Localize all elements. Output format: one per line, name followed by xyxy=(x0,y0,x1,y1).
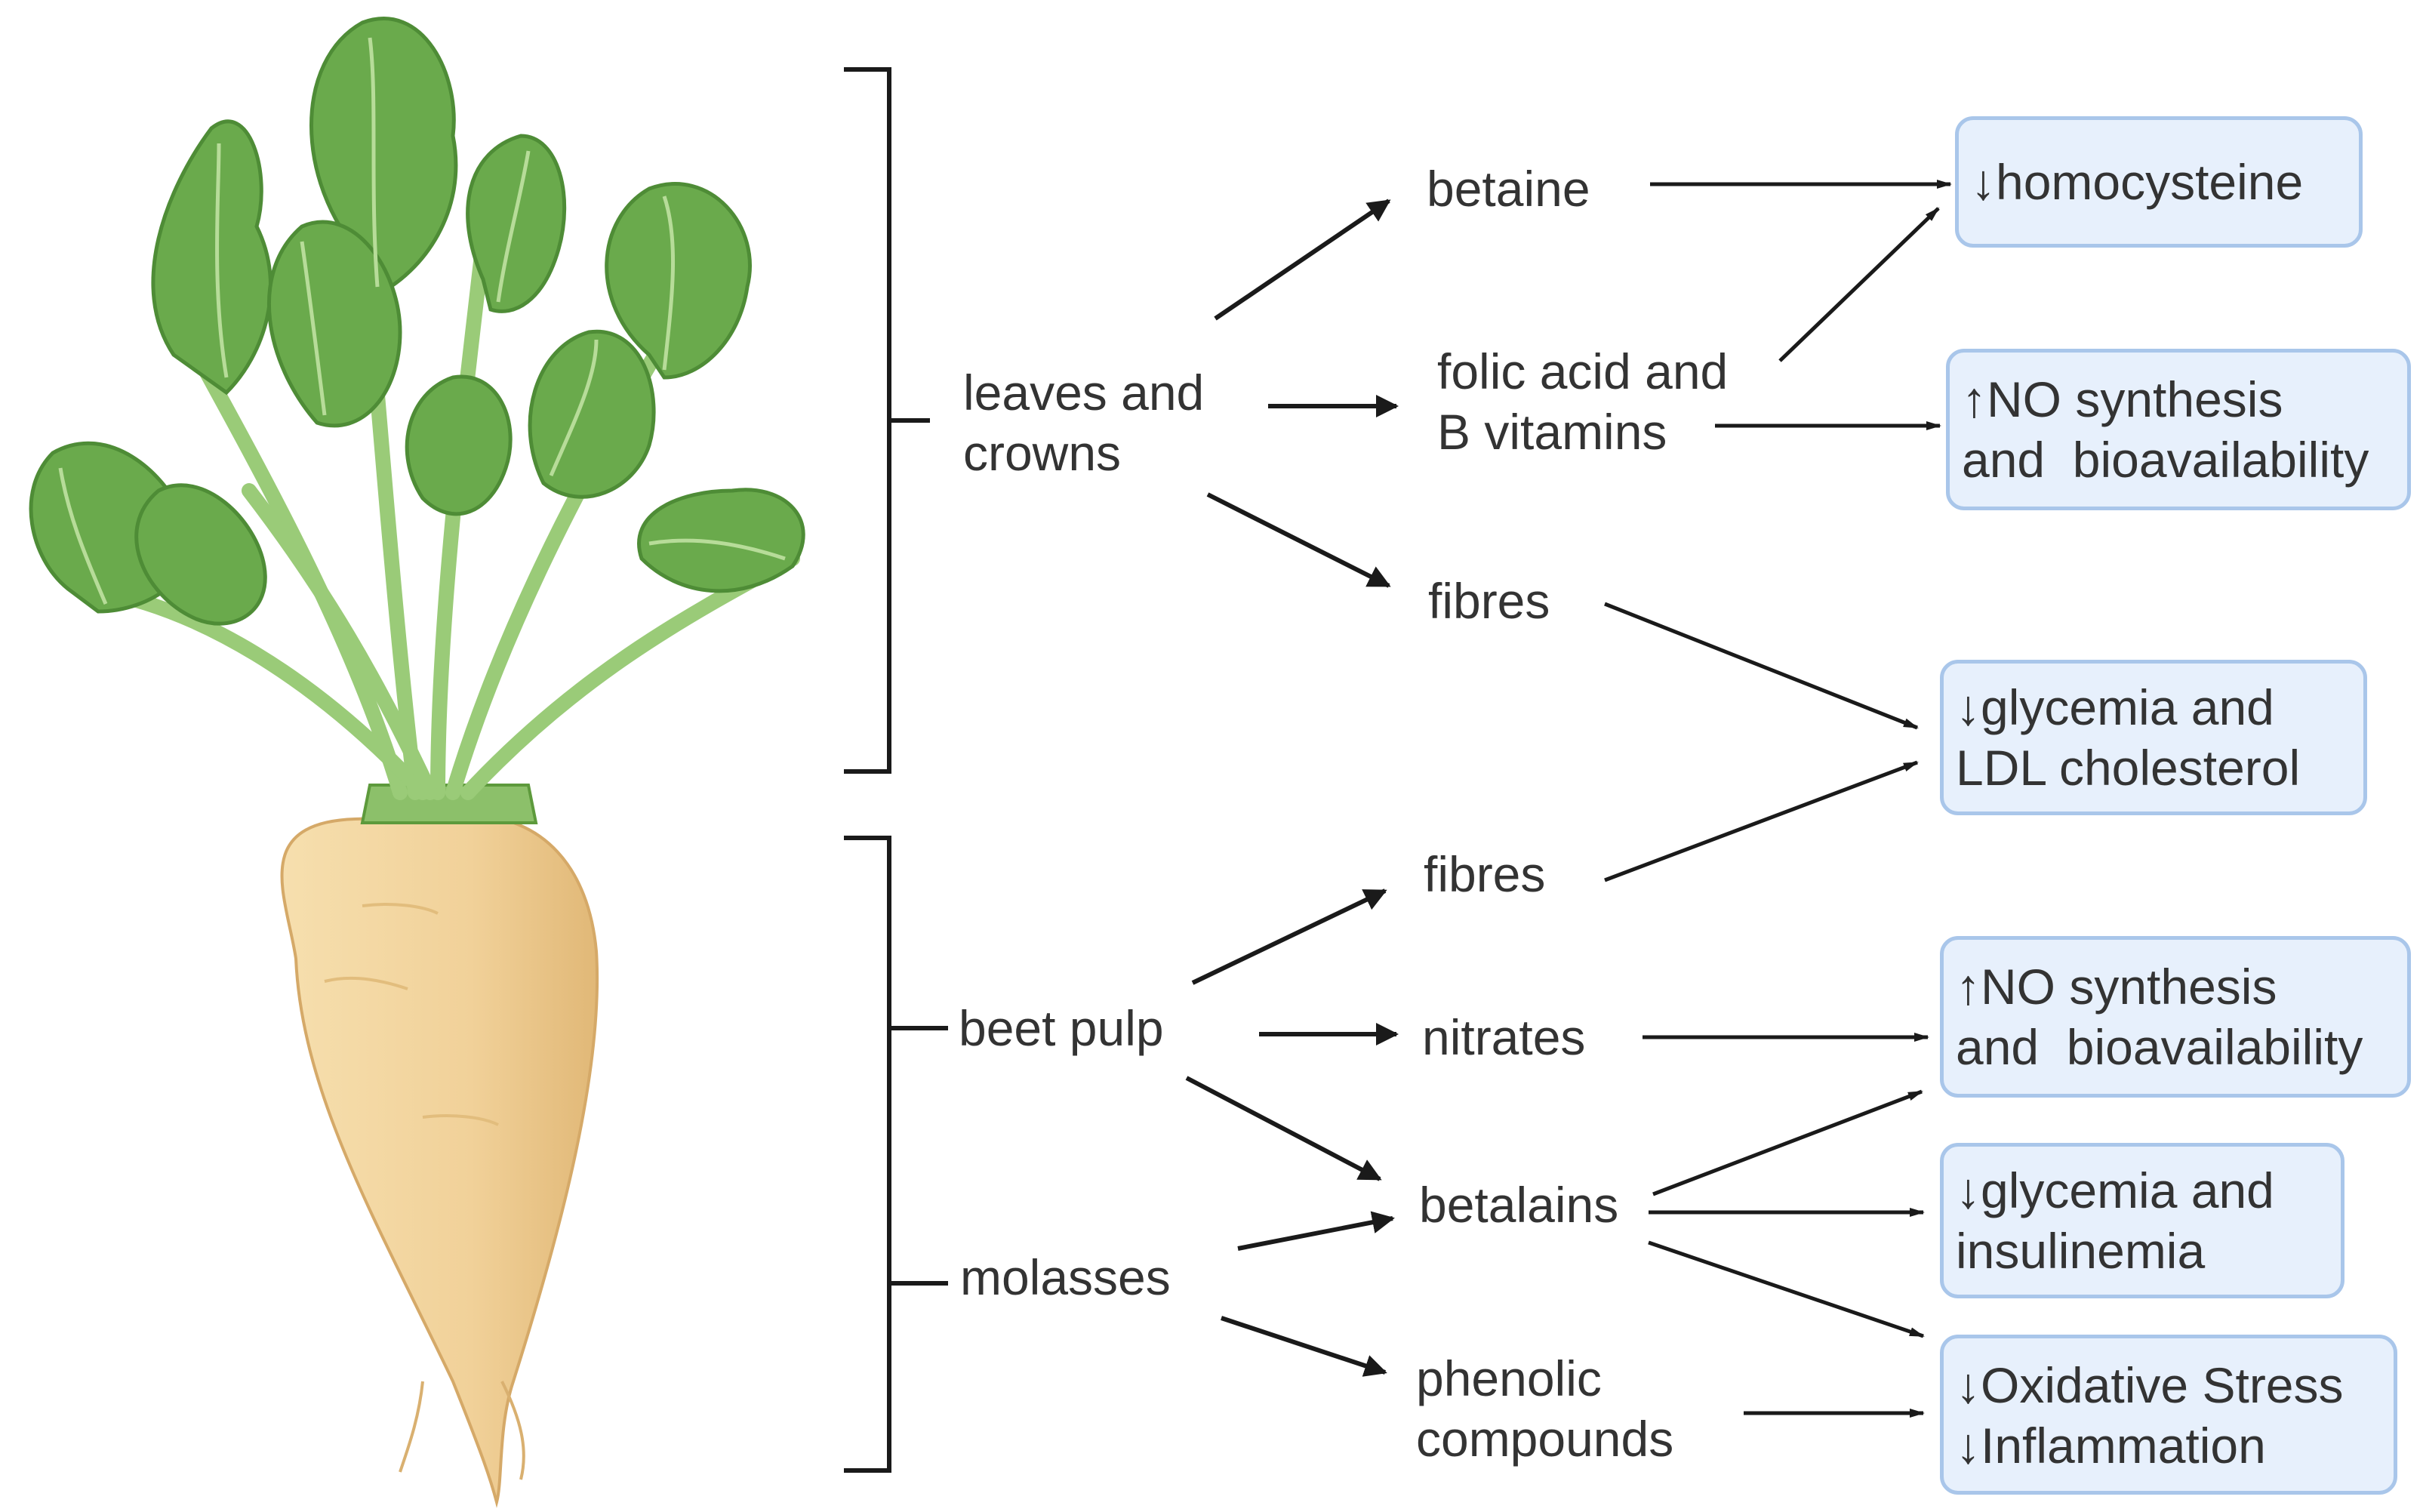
arrow-icon xyxy=(1237,1211,1395,1251)
arrow-icon xyxy=(1652,1089,1923,1196)
leaf xyxy=(466,134,567,313)
arrow-icon xyxy=(1778,207,1940,362)
arrow-icon xyxy=(1604,602,1919,730)
arrow-icon xyxy=(1604,760,1919,882)
effect-glycemia-ldl: ↓glycemia and LDL cholesterol xyxy=(1956,679,2301,796)
source-molasses: molasses xyxy=(960,1249,1171,1305)
effect-box-glycemia-insulinemia: ↓glycemia and insulinemia xyxy=(1940,1143,2344,1298)
compound-folic-acid: folic acid and B vitamins xyxy=(1437,343,1729,460)
arrow-icon xyxy=(1221,1316,1387,1377)
effect-oxidative: ↓Oxidative Stress ↓Inflammation xyxy=(1956,1357,2344,1474)
leaf xyxy=(637,488,805,593)
effect-homocysteine: ↓homocysteine xyxy=(1971,154,2304,210)
compound-phenolic: phenolic compounds xyxy=(1416,1350,1674,1467)
sugar-beet-illustration xyxy=(29,17,805,1508)
leaf xyxy=(151,119,273,396)
leaf xyxy=(266,220,402,428)
arrow-icon xyxy=(1206,492,1391,588)
compound-fibres-pulp: fibres xyxy=(1424,846,1546,902)
effect-box-no-synthesis-1: ↑NO synthesis and bioavailability xyxy=(1946,349,2411,510)
effect-box-no-synthesis-2: ↑NO synthesis and bioavailability xyxy=(1940,936,2411,1098)
leaf xyxy=(405,374,513,516)
arrow-icon xyxy=(1191,888,1387,985)
leaf xyxy=(134,483,267,626)
effect-no-synthesis-1: ↑NO synthesis and bioavailability xyxy=(1962,371,2369,488)
arrow-icon xyxy=(1648,1240,1925,1338)
effect-glycemia-insulinemia: ↓glycemia and insulinemia xyxy=(1956,1162,2274,1279)
compound-nitrates: nitrates xyxy=(1422,1009,1586,1065)
arrow-icon xyxy=(1185,1076,1382,1181)
effect-box-glycemia-ldl: ↓glycemia and LDL cholesterol xyxy=(1940,660,2367,815)
compound-betalains: betalains xyxy=(1419,1177,1619,1233)
bracket-icon xyxy=(844,67,930,774)
leaf xyxy=(309,17,458,297)
compound-fibres-leaves: fibres xyxy=(1428,573,1550,629)
beet-root xyxy=(280,813,599,1508)
source-leaves-and-crowns: leaves and crowns xyxy=(963,365,1205,481)
source-beet-pulp: beet pulp xyxy=(959,1000,1164,1056)
leaf xyxy=(605,182,752,380)
bracket-icon xyxy=(844,836,948,1473)
effect-box-oxidative: ↓Oxidative Stress ↓Inflammation xyxy=(1940,1335,2397,1495)
compound-betaine: betaine xyxy=(1427,161,1590,217)
effect-no-synthesis-2: ↑NO synthesis and bioavailability xyxy=(1956,959,2363,1075)
arrow-icon xyxy=(1214,199,1391,321)
effect-box-homocysteine: ↓homocysteine xyxy=(1955,116,2363,248)
